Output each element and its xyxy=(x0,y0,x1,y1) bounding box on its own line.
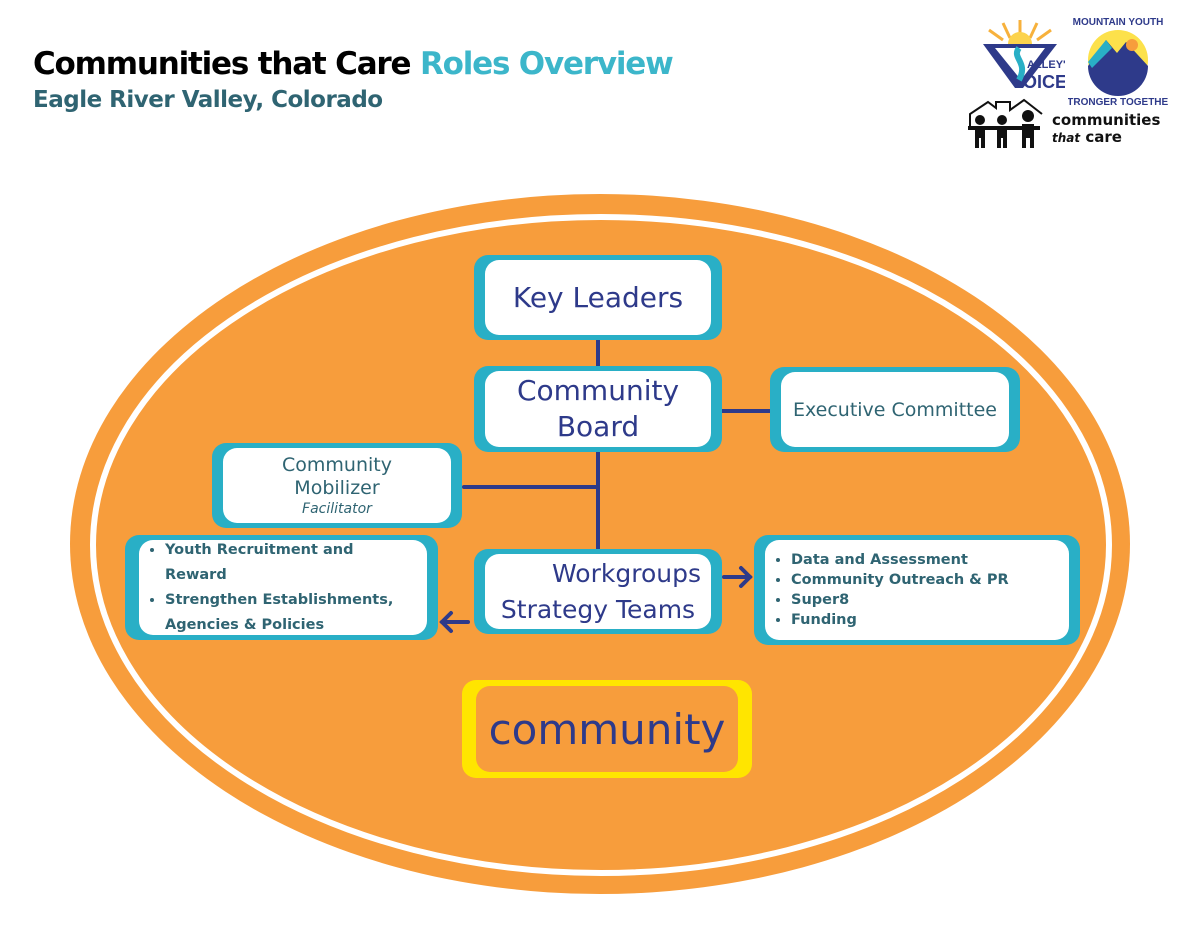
key-leaders-label: Key Leaders xyxy=(512,280,684,314)
community-label: community xyxy=(488,704,726,754)
list-item: Funding xyxy=(791,610,1009,630)
right-list-box: Data and Assessment Community Outreach &… xyxy=(754,535,1080,645)
page-subtitle: Eagle River Valley, Colorado xyxy=(33,87,383,113)
list-item: Strengthen Establishments, Agencies & Po… xyxy=(165,588,417,638)
valleys-voice-logo: ALLEY'S OICE xyxy=(983,20,1065,90)
mountain-youth-logo: MOUNTAIN YOUTH STRONGER TOGETHER xyxy=(1068,17,1168,108)
workgroups-box: Workgroups Strategy Teams xyxy=(474,549,722,634)
mobilizer-label-2: Mobilizer xyxy=(294,476,380,499)
svg-text:OICE: OICE xyxy=(1023,72,1065,90)
list-item: Super8 xyxy=(791,590,1009,610)
community-mobilizer-box: Community Mobilizer Facilitator xyxy=(212,443,462,528)
list-item: Data and Assessment xyxy=(791,550,1009,570)
list-item: Community Outreach & PR xyxy=(791,570,1009,590)
title-main: Communities that Care xyxy=(33,46,412,82)
left-list-box: Youth Recruitment and Reward Strengthen … xyxy=(125,535,438,640)
community-board-box: Community Board xyxy=(474,366,722,452)
mountain-youth-tagline: STRONGER TOGETHER xyxy=(1068,97,1168,108)
executive-committee-label: Executive Committee xyxy=(792,398,997,421)
mobilizer-role: Facilitator xyxy=(302,500,372,517)
key-leaders-box: Key Leaders xyxy=(474,255,722,340)
svg-text:MOUNTAIN YOUTH: MOUNTAIN YOUTH xyxy=(1073,17,1164,28)
ctc-logo-text: communities that care xyxy=(1052,111,1161,146)
ctc-families-icon xyxy=(968,98,1043,148)
arrow-left xyxy=(439,611,470,633)
list-item: Youth Recruitment and Reward xyxy=(165,538,417,588)
mobilizer-label-1: Community xyxy=(282,453,392,476)
arrow-right xyxy=(722,566,753,588)
workgroups-label: Workgroups xyxy=(552,558,701,588)
strategy-teams-label: Strategy Teams xyxy=(500,594,696,624)
inner-ring xyxy=(90,214,1112,876)
title-accent: Roles Overview xyxy=(419,46,674,82)
svg-text:ALLEY'S: ALLEY'S xyxy=(1027,59,1065,71)
page-title: Communities that Care Roles Overview xyxy=(33,46,674,82)
community-box: community xyxy=(462,680,752,778)
community-board-label-2: Board xyxy=(556,410,640,443)
community-board-label: Community xyxy=(516,374,680,407)
executive-committee-box: Executive Committee xyxy=(770,367,1020,452)
